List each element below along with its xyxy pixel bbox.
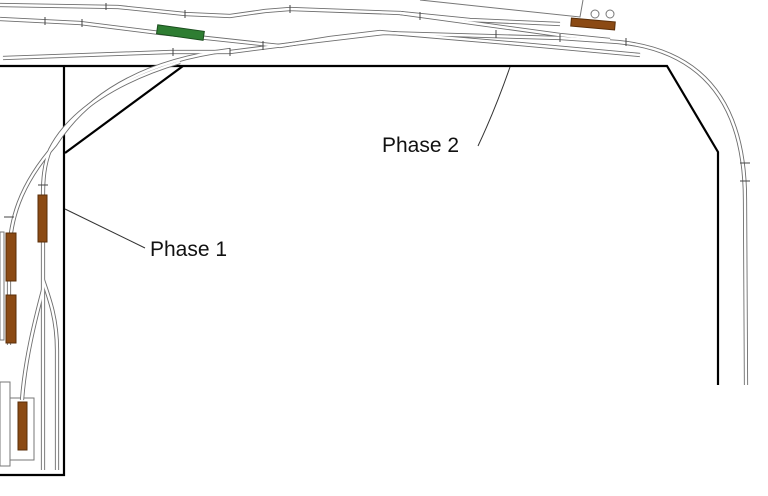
boxcar: [17, 401, 28, 451]
phase1-leader: [64, 208, 146, 249]
benchwork-outline: [0, 64, 720, 477]
phase1-label: Phase 1: [150, 238, 228, 261]
passenger-car: [155, 24, 205, 41]
structures: [0, 0, 615, 467]
tracks: [0, 2, 750, 470]
boxcar: [5, 294, 17, 344]
phase2-leader: [477, 66, 511, 147]
phase2-label: Phase 2: [382, 134, 460, 157]
boxcar: [37, 194, 48, 243]
track-joiners: [4, 3, 750, 218]
rolling-stock: [5, 17, 616, 451]
boxcar: [5, 232, 17, 282]
boxcar: [570, 17, 616, 31]
